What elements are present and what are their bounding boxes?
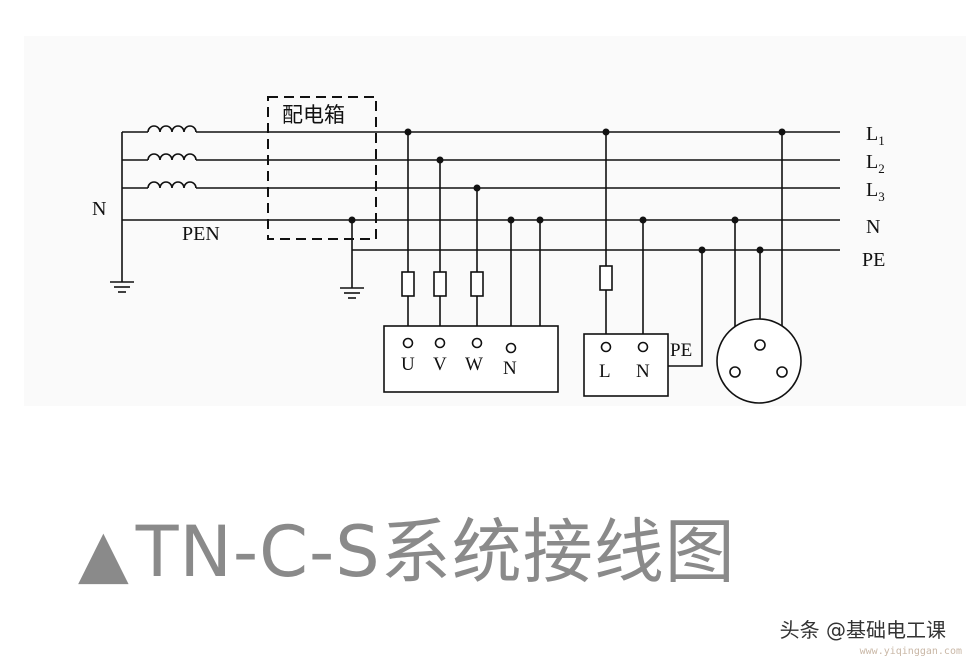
junction-dot	[473, 184, 481, 192]
terminal-label-u: U	[401, 354, 415, 375]
watermark: www.yiqinggan.com	[859, 646, 962, 657]
terminal-n-icon	[505, 342, 517, 354]
winding-l3-icon	[122, 181, 197, 189]
junction-dot	[778, 128, 786, 136]
terminal-label-l: L	[599, 361, 611, 382]
caption-title: ▲TN-C-S系统接线图	[78, 496, 736, 597]
terminal-label-w: W	[465, 354, 483, 375]
terminal-label-v: V	[433, 354, 447, 375]
bus-label-pe: PE	[862, 249, 885, 271]
socket-outline-icon	[716, 318, 802, 404]
fuse-u-icon	[401, 271, 415, 297]
box-ground-icon	[340, 287, 364, 299]
terminal-label-n1: N	[636, 361, 650, 382]
socket-pin-l-icon	[776, 366, 788, 378]
junction-dot	[756, 246, 764, 254]
junction-dots	[348, 128, 786, 254]
bus-label-l3: L3	[866, 179, 885, 204]
junction-dot	[639, 216, 647, 224]
bus-label-n: N	[866, 216, 880, 238]
socket-pin-pe-icon	[754, 339, 766, 351]
terminal-n1-icon	[637, 341, 649, 353]
source-n-label: N	[92, 198, 106, 220]
terminal-u-icon	[402, 337, 414, 349]
junction-dot	[731, 216, 739, 224]
terminal-label-n: N	[503, 358, 517, 379]
terminal-l-icon	[600, 341, 612, 353]
fuse-w-icon	[470, 271, 484, 297]
credit-label: 头条 @基础电工课	[779, 618, 946, 642]
winding-l2-icon	[122, 153, 197, 161]
triangle-icon: ▲	[78, 515, 130, 592]
junction-dot	[436, 156, 444, 164]
wire-pe1	[668, 250, 703, 367]
source-ground-icon	[110, 281, 134, 293]
terminal-v-icon	[434, 337, 446, 349]
junction-dot	[404, 128, 412, 136]
junction-dot	[348, 216, 356, 224]
distribution-box-label: 配电箱	[282, 103, 345, 127]
junction-dot	[602, 128, 610, 136]
pen-label: PEN	[182, 223, 220, 245]
bus-label-l1: L1	[866, 123, 885, 148]
distribution-box	[267, 96, 377, 240]
caption-text: TN-C-S系统接线图	[135, 511, 736, 593]
three-phase-load-box	[383, 325, 559, 393]
terminal-w-icon	[471, 337, 483, 349]
fuse-v-icon	[433, 271, 447, 297]
socket-pin-n-icon	[729, 366, 741, 378]
single-phase-load-box	[583, 333, 669, 397]
junction-dot	[536, 216, 544, 224]
junction-dot	[698, 246, 706, 254]
winding-l1-icon	[122, 125, 197, 133]
fuse-l-icon	[599, 265, 613, 291]
junction-dot	[507, 216, 515, 224]
pe-wire-label: PE	[670, 340, 692, 361]
bus-label-l2: L2	[866, 151, 885, 176]
